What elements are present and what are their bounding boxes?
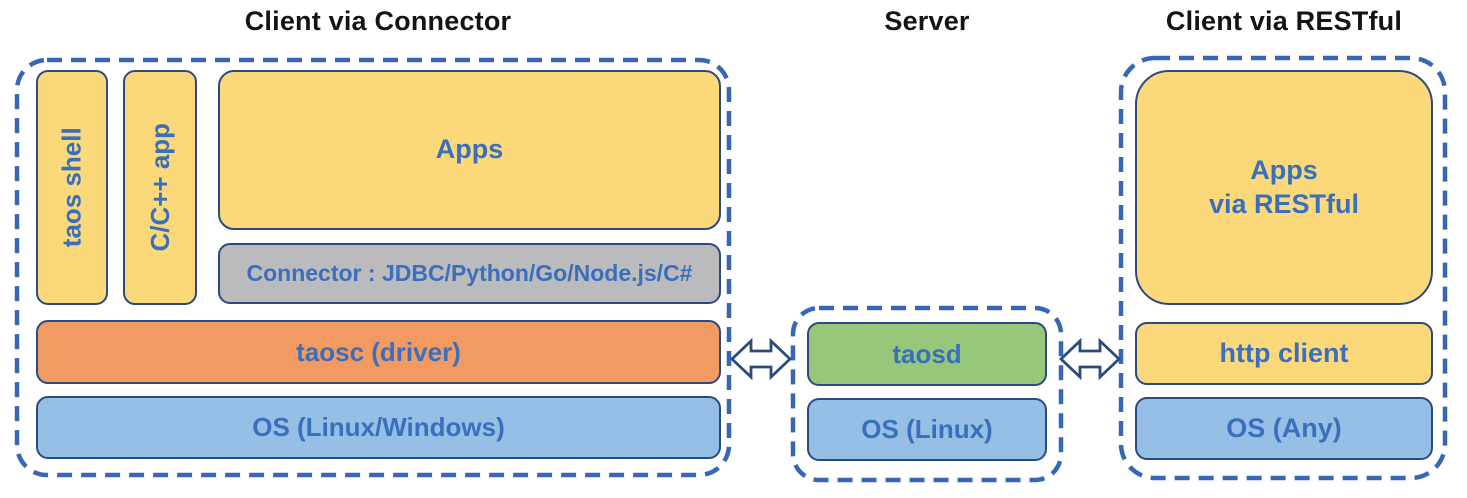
node-label: Apps bbox=[435, 134, 504, 165]
node-taos-shell: taos shell bbox=[36, 70, 108, 305]
node-label: OS (Linux/Windows) bbox=[252, 412, 505, 443]
node-os-linux-windows: OS (Linux/Windows) bbox=[36, 396, 721, 459]
node-label: C/C++ app bbox=[144, 123, 175, 252]
group-title-client-via-connector: Client via Connector bbox=[244, 6, 512, 36]
double-arrow-icon-left bbox=[729, 337, 793, 381]
node-taosd: taosd bbox=[807, 322, 1047, 386]
node-label: http client bbox=[1219, 337, 1349, 368]
node-cpp-app: C/C++ app bbox=[123, 70, 197, 305]
node-os-any: OS (Any) bbox=[1135, 397, 1433, 460]
node-label: OS (Any) bbox=[1226, 412, 1342, 443]
group-title-server: Server bbox=[884, 6, 970, 36]
node-label: taos shell bbox=[56, 127, 87, 248]
node-connector: Connector : JDBC/Python/Go/Node.js/C# bbox=[218, 243, 721, 304]
node-http-client: http client bbox=[1135, 322, 1433, 385]
node-apps: Apps bbox=[218, 70, 721, 230]
node-os-linux: OS (Linux) bbox=[807, 398, 1047, 461]
node-label: OS (Linux) bbox=[861, 414, 993, 445]
node-label: Apps via RESTful bbox=[1208, 154, 1360, 219]
node-taosc-driver: taosc (driver) bbox=[36, 320, 721, 384]
node-label: taosc (driver) bbox=[296, 336, 461, 367]
node-label: Connector : JDBC/Python/Go/Node.js/C# bbox=[246, 260, 693, 287]
node-label: taosd bbox=[892, 338, 962, 369]
node-apps-via-restful: Apps via RESTful bbox=[1135, 70, 1433, 305]
group-title-client-via-restful: Client via RESTful bbox=[1165, 6, 1403, 36]
double-arrow-icon-right bbox=[1058, 337, 1122, 381]
